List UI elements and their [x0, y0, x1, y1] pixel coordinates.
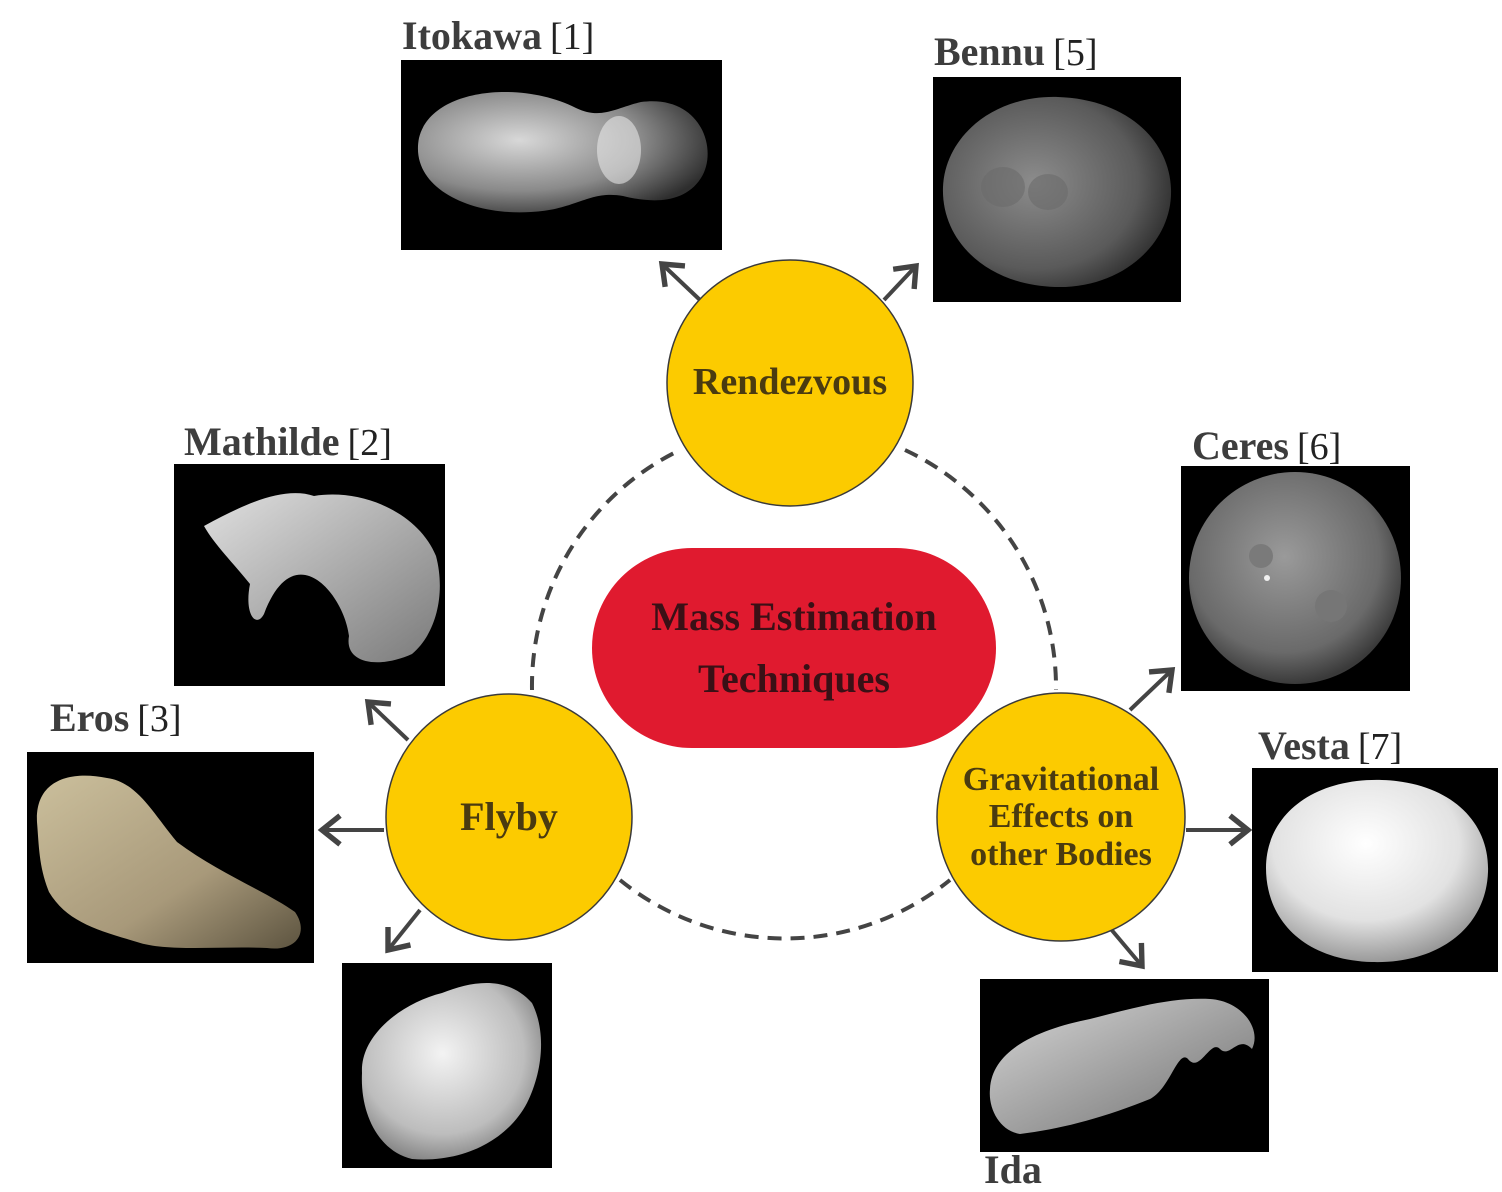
ida-label: Ida	[984, 1150, 1042, 1190]
gravitational-line1: Gravitational	[963, 761, 1159, 798]
center-title-line2: Techniques	[698, 648, 890, 710]
flyby-label: Flyby	[386, 694, 632, 940]
lower-flyby-image	[342, 963, 552, 1168]
bennu-image	[933, 77, 1181, 302]
center-title-line1: Mass Estimation	[651, 586, 937, 648]
gravitational-line3: other Bodies	[970, 836, 1152, 873]
bennu-ref: [5]	[1053, 32, 1097, 74]
bennu-label: Bennu[5]	[934, 32, 1097, 72]
itokawa-image	[401, 60, 722, 250]
mathilde-ref: [2]	[348, 422, 392, 464]
gravitational-line2: Effects on	[989, 798, 1133, 835]
mathilde-label: Mathilde[2]	[184, 422, 392, 462]
ceres-image	[1181, 466, 1410, 691]
ida-image	[980, 979, 1269, 1152]
itokawa-name: Itokawa	[402, 13, 542, 58]
mathilde-image	[174, 464, 445, 686]
eros-name: Eros	[50, 695, 129, 740]
mathilde-name: Mathilde	[184, 419, 340, 464]
rendezvous-label: Rendezvous	[667, 260, 913, 506]
eros-image	[27, 752, 314, 963]
eros-ref: [3]	[137, 698, 181, 740]
ceres-ref: [6]	[1297, 426, 1341, 468]
ceres-name: Ceres	[1192, 423, 1289, 468]
ceres-label: Ceres[6]	[1192, 426, 1341, 466]
center-title: Mass Estimation Techniques	[592, 548, 996, 748]
vesta-label: Vesta[7]	[1258, 726, 1402, 766]
itokawa-label: Itokawa[1]	[402, 16, 594, 56]
vesta-image	[1252, 768, 1498, 972]
itokawa-ref: [1]	[550, 16, 594, 58]
gravitational-label: Gravitational Effects on other Bodies	[937, 693, 1185, 941]
eros-label: Eros[3]	[50, 698, 182, 738]
vesta-name: Vesta	[1258, 723, 1350, 768]
bennu-name: Bennu	[934, 29, 1045, 74]
vesta-ref: [7]	[1358, 726, 1402, 768]
